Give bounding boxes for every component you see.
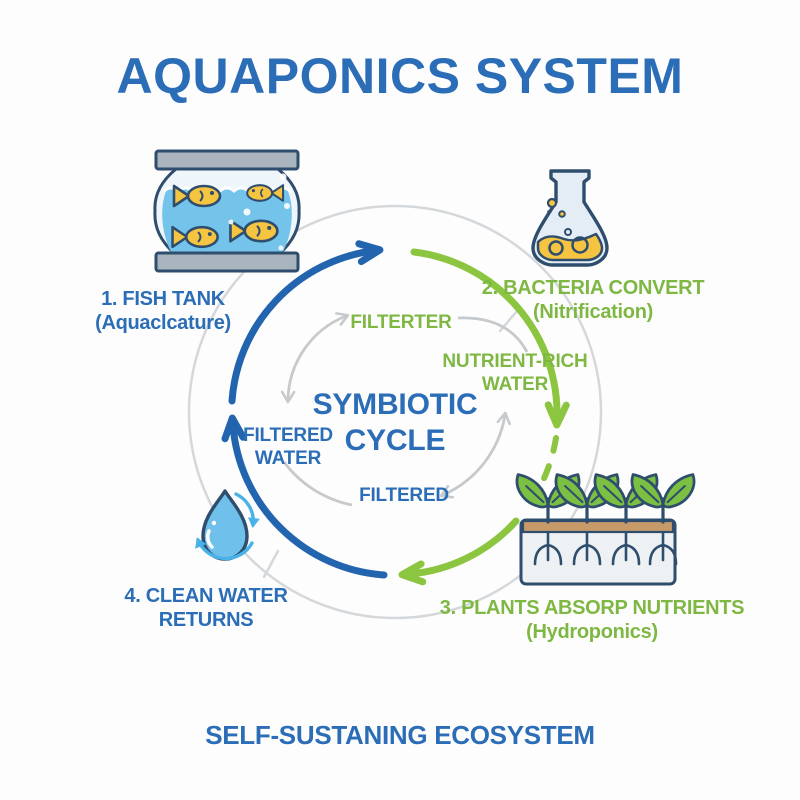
label-bacteria-line1: 2. BACTERIA CONVERT [481, 277, 705, 299]
page-title: AQUAPONICS SYSTEM [116, 48, 684, 104]
label-fish-tank: 1. FISH TANK (Aquaclcature) [43, 287, 283, 335]
fish-tank-icon [153, 149, 301, 273]
cycle-arc-green-right [410, 248, 570, 429]
recycle-arrows-icon [195, 492, 260, 561]
footer-tagline: SELF-SUSTANING ECOSYSTEM [205, 720, 595, 750]
flask-icon [531, 169, 609, 267]
label-fish-tank-line2: (Aquaclcature) [95, 312, 231, 334]
label-clean-water: 4. CLEAN WATER RETURNS [86, 584, 326, 632]
label-plants: 3. PLANTS ABSORP NUTRIENTS (Hydroponics) [402, 596, 782, 644]
cycle-arc-blue-left [221, 414, 388, 579]
water-drop-icon [195, 489, 260, 561]
cycle-arc-green-bottom [398, 517, 520, 586]
flow-label-filtered-bottom: FILTERED [359, 485, 449, 506]
cycle-center-line2: CYCLE [344, 424, 446, 457]
flow-label-filtered-line1: FILTERED [243, 425, 333, 446]
label-fish-tank-line1: 1. FISH TANK [101, 288, 225, 310]
decorative-slash [262, 549, 280, 579]
label-clean-water-line2: RETURNS [158, 609, 254, 631]
hydroponics-tray-icon [515, 473, 696, 586]
flow-label-filtered-line2: WATER [254, 448, 322, 469]
inner-arc-left [280, 312, 350, 404]
inner-arc-bottom-left [282, 461, 353, 507]
flow-label-nutrient-line1: NUTRIENT-RICH [442, 351, 588, 372]
inner-arc-top-right [457, 316, 529, 353]
flow-label-nutrient-line2: WATER [481, 374, 549, 395]
cycle-arc-blue-top [228, 240, 384, 405]
cycle-center-label: SYMBIOTIC CYCLE [235, 387, 555, 459]
label-plants-line1: 3. PLANTS ABSORP NUTRIENTS [439, 597, 745, 619]
inner-arc-right [439, 411, 511, 499]
label-plants-line2: (Hydroponics) [526, 621, 658, 643]
cycle-center-line1: SYMBIOTIC [312, 388, 478, 421]
flow-label-filterter: FILTERTER [350, 312, 452, 333]
outer-guide-circle [187, 204, 603, 620]
label-bacteria: 2. BACTERIA CONVERT (Nitrification) [443, 276, 743, 324]
flow-label-nutrient-rich-water: NUTRIENT-RICH WATER [405, 350, 625, 396]
label-clean-water-line1: 4. CLEAN WATER [124, 585, 288, 607]
label-bacteria-line2: (Nitrification) [533, 301, 653, 323]
flow-label-filtered-water: FILTERED WATER [188, 424, 388, 470]
inner-cycle-arrows [280, 312, 529, 507]
